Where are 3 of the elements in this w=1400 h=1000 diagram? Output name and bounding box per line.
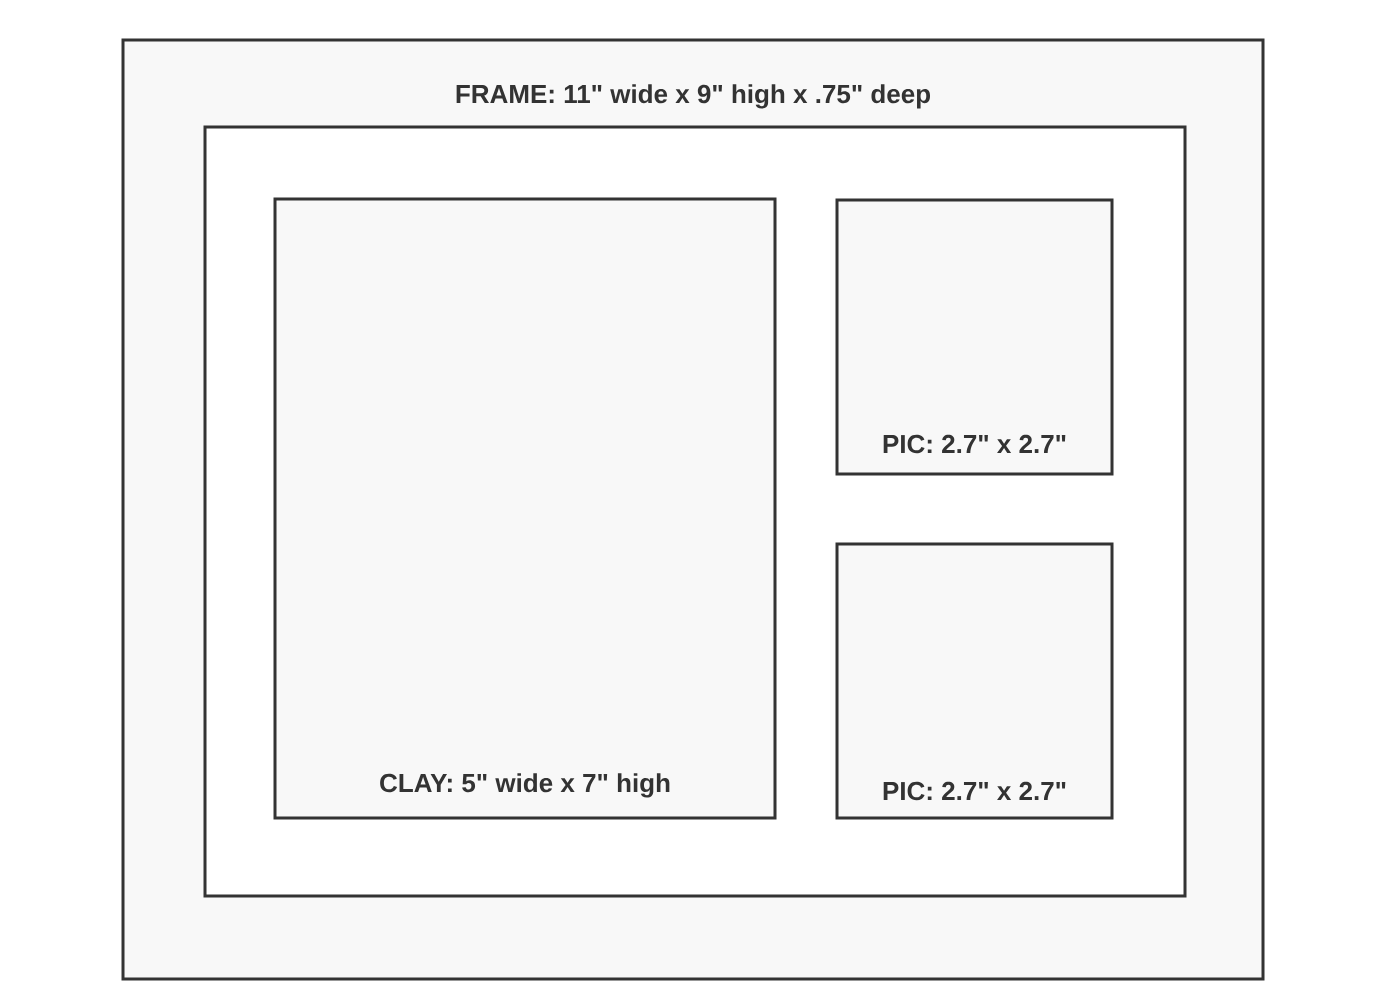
clay-slot-box: CLAY: 5" wide x 7" high <box>273 197 777 820</box>
picture-slot-box: PIC: 2.7" x 2.7" <box>835 198 1114 476</box>
picture-slot-box: PIC: 2.7" x 2.7" <box>835 542 1114 820</box>
